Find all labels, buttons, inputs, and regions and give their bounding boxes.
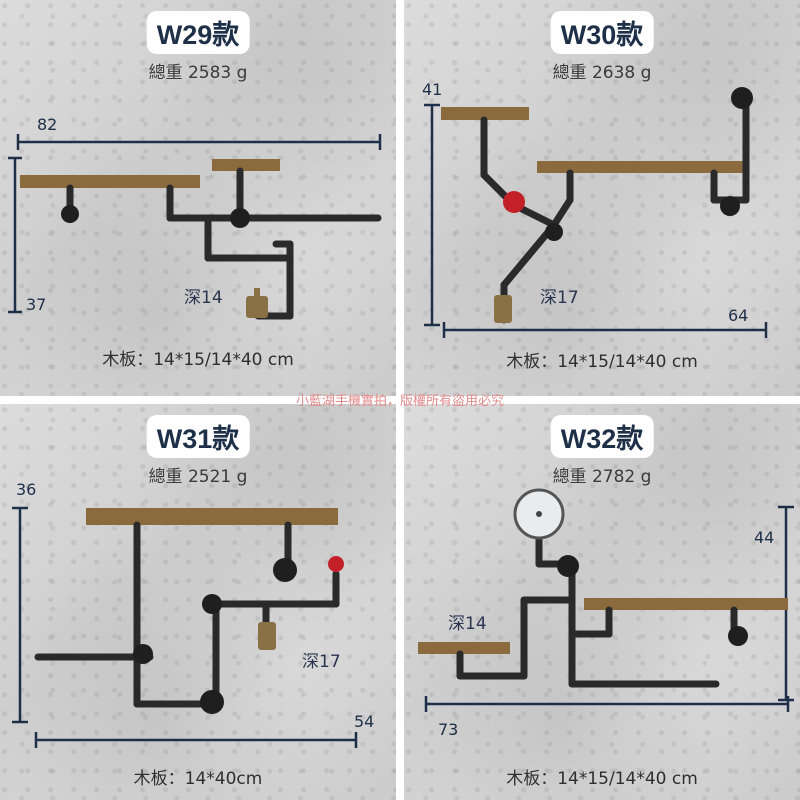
width-dimension: 82 [37,115,58,134]
height-dimension: 44 [754,528,775,547]
shelf-illustration [424,87,768,338]
product-panel-w32: W32款 總重 2782 g 44 73 深14 木板：14*15/14*40 … [404,404,800,800]
shelf-illustration [418,488,794,712]
pipe-frame [34,521,340,708]
wood-board [441,107,529,120]
wood-board [20,175,200,188]
pipe-frame [66,167,382,320]
model-label: W30款 [550,11,654,54]
shelf-illustration [12,506,358,748]
height-dimension: 36 [16,480,37,499]
width-dimension: 54 [354,712,375,731]
wood-board [86,508,338,525]
depth-label: 深14 [448,614,487,634]
width-dimension: 64 [728,306,749,325]
board-size: 木板：14*40cm [133,769,263,789]
watermark-text: 小藍湖手機實拍，版權所有盜用必究 [295,394,504,409]
wood-board [537,161,745,173]
height-dimension: 41 [422,80,443,99]
board-size: 木板：14*15/14*40 cm [506,352,698,372]
total-weight: 總重 2638 g [552,63,652,83]
dimension-lines [8,134,382,314]
product-panel-w30: W30款 總重 2638 g 41 64 深17 木板：14*15/14*40 … [404,0,800,396]
shelf-illustration [8,134,382,320]
dimension-lines [424,103,768,338]
pipe-frame [456,536,738,688]
depth-label: 深17 [540,288,579,308]
width-dimension: 73 [438,720,459,739]
model-label: W32款 [550,415,654,458]
wood-board [418,642,510,654]
board-size: 木板：14*15/14*40 cm [102,350,294,370]
model-label: W31款 [146,415,250,458]
product-panel-w31: W31款 總重 2521 g 36 54 深17 木板：14*40cm [0,404,396,800]
total-weight: 總重 2782 g [552,467,652,487]
model-label: W29款 [146,11,250,54]
wood-board [584,598,788,610]
valve-handle [503,191,525,213]
valve-handle [328,556,344,572]
pipe-frame [480,94,750,324]
product-panel-w29: W29款 總重 2583 g 82 37 深14 木板：14*15/14*40 … [0,0,396,396]
board-size: 木板：14*15/14*40 cm [506,769,698,789]
dimension-lines [12,506,358,748]
total-weight: 總重 2583 g [148,63,248,83]
depth-label: 深17 [302,652,341,672]
height-dimension: 37 [26,295,47,314]
depth-label: 深14 [184,288,223,308]
wood-board [212,159,280,171]
total-weight: 總重 2521 g [148,467,248,487]
